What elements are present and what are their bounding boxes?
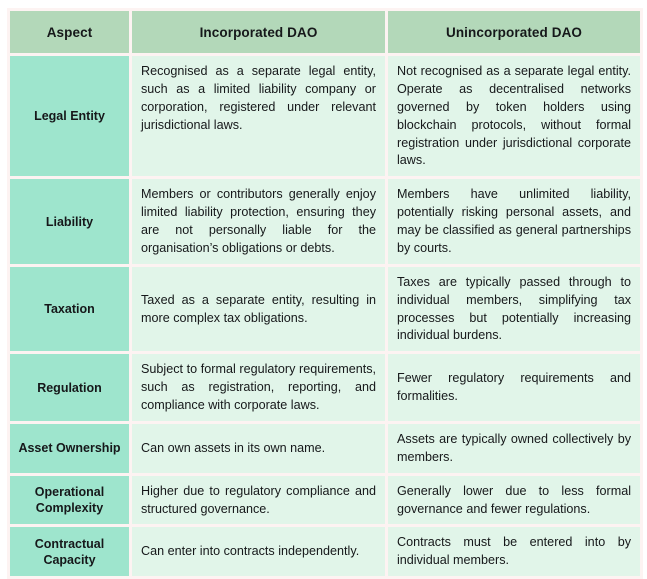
table-row: Contractual Capacity Can enter into cont…	[10, 527, 640, 577]
unincorporated-description: Fewer regulatory requirements and formal…	[388, 354, 640, 421]
aspect-label: Asset Ownership	[10, 423, 129, 473]
aspect-label: Legal Entity	[10, 56, 129, 177]
aspect-label: Operational Complexity	[10, 475, 129, 525]
aspect-label: Regulation	[10, 354, 129, 421]
incorporated-description: Subject to formal regulatory requirement…	[132, 354, 385, 421]
column-header-aspect: Aspect	[10, 11, 129, 53]
table-header-row: Aspect Incorporated DAO Unincorporated D…	[10, 11, 640, 53]
incorporated-description: Members or contributors generally enjoy …	[132, 179, 385, 264]
table-row: Legal Entity Recognised as a separate le…	[10, 56, 640, 177]
unincorporated-description: Not recognised as a separate legal entit…	[388, 56, 640, 177]
unincorporated-description: Assets are typically owned collectively …	[388, 423, 640, 473]
dao-comparison-table: Aspect Incorporated DAO Unincorporated D…	[7, 8, 643, 579]
incorporated-description: Taxed as a separate entity, resulting in…	[132, 266, 385, 352]
incorporated-description: Can enter into contracts independently.	[132, 527, 385, 577]
aspect-label: Contractual Capacity	[10, 527, 129, 577]
table-row: Regulation Subject to formal regulatory …	[10, 354, 640, 421]
aspect-label: Taxation	[10, 266, 129, 352]
unincorporated-description: Members have unlimited liability, potent…	[388, 179, 640, 264]
unincorporated-description: Contracts must be entered into by indivi…	[388, 527, 640, 577]
incorporated-description: Recognised as a separate legal entity, s…	[132, 56, 385, 177]
table-row: Liability Members or contributors genera…	[10, 179, 640, 264]
unincorporated-description: Taxes are typically passed through to in…	[388, 266, 640, 352]
column-header-unincorporated-dao: Unincorporated DAO	[388, 11, 640, 53]
table-header: Aspect Incorporated DAO Unincorporated D…	[10, 11, 640, 53]
aspect-label: Liability	[10, 179, 129, 264]
column-header-incorporated-dao: Incorporated DAO	[132, 11, 385, 53]
incorporated-description: Higher due to regulatory compliance and …	[132, 475, 385, 525]
table-row: Operational Complexity Higher due to reg…	[10, 475, 640, 525]
table-body: Legal Entity Recognised as a separate le…	[10, 56, 640, 577]
table-row: Asset Ownership Can own assets in its ow…	[10, 423, 640, 473]
table-row: Taxation Taxed as a separate entity, res…	[10, 266, 640, 352]
incorporated-description: Can own assets in its own name.	[132, 423, 385, 473]
unincorporated-description: Generally lower due to less formal gover…	[388, 475, 640, 525]
